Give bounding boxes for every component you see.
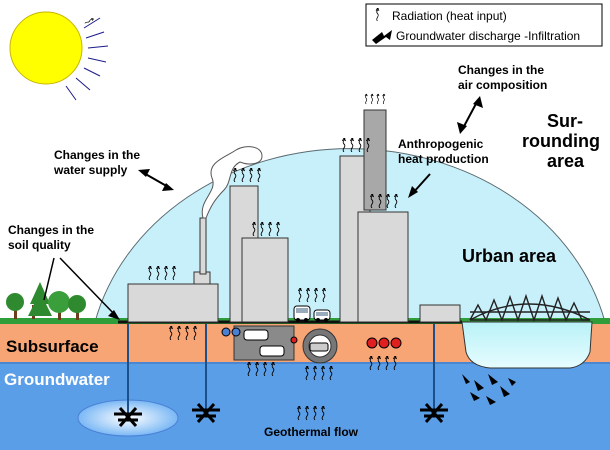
label-surrounding-1: Sur-	[547, 111, 583, 131]
annotation-arrows	[43, 96, 483, 320]
label-urban: Urban area	[462, 246, 557, 266]
labels: Changes in the air composition Sur- roun…	[4, 63, 600, 439]
tunnel-icon	[302, 328, 338, 364]
pipes-icon	[221, 327, 402, 349]
legend-radiation: Radiation (heat input)	[392, 9, 507, 23]
underground-parking	[233, 325, 295, 361]
label-subsurface: Subsurface	[6, 337, 99, 356]
groundwater-arrow-icon	[372, 30, 392, 44]
label-groundwater: Groundwater	[4, 370, 110, 389]
legend: Radiation (heat input) Groundwater disch…	[365, 3, 603, 47]
legend-groundwater: Groundwater discharge -Infiltration	[396, 29, 580, 43]
infiltration-arrows	[462, 374, 516, 405]
label-air-1: Changes in the	[458, 63, 544, 77]
river	[461, 321, 593, 369]
label-water-1: Changes in the	[54, 148, 140, 162]
label-anthro-2: heat production	[398, 152, 489, 166]
label-surrounding-3: area	[547, 151, 585, 171]
buildings	[127, 109, 461, 323]
label-anthro-1: Anthropogenic	[398, 137, 484, 151]
car-icon	[293, 305, 331, 322]
label-surrounding-2: rounding	[522, 131, 600, 151]
bridge-icon	[469, 293, 591, 323]
wells	[77, 324, 448, 437]
label-air-2: air composition	[458, 78, 547, 92]
label-soil-2: soil quality	[8, 238, 71, 252]
label-geothermal: Geothermal flow	[264, 425, 359, 439]
smoke-plume	[201, 146, 263, 219]
label-water-2: water supply	[53, 163, 128, 177]
label-soil-1: Changes in the	[8, 223, 94, 237]
sun-icon	[9, 11, 109, 101]
trees-icon	[6, 282, 86, 320]
